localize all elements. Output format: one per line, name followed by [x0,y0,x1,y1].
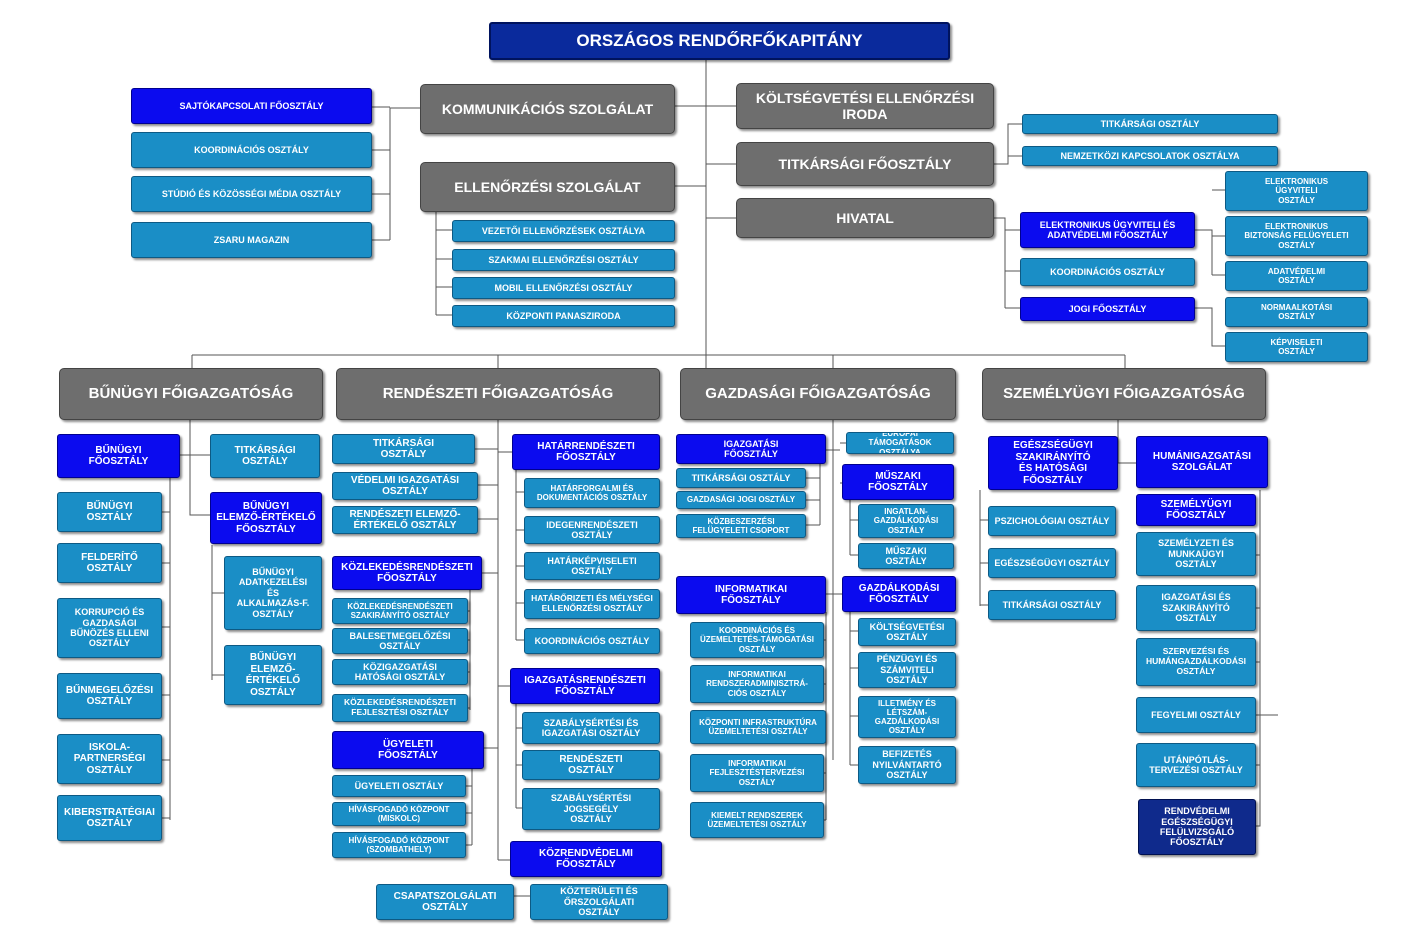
personnel-directorate: SZEMÉLYÜGYI FŐIGAZGATÓSÁG [982,368,1266,420]
eu-support-unit: EURÓPAI TÁMOGATÁSOK OSZTÁLYA [846,432,954,454]
technical-unit: MŰSZAKI OSZTÁLY [858,543,954,569]
duty-department: ÜGYELETI FŐOSZTÁLY [332,731,484,769]
it-unit: KOORDINÁCIÓS ÉS ÜZEMELTETÉS-TÁMOGATÁSI O… [690,622,824,658]
criminal-unit: BŰNMEGELŐZÉSI OSZTÁLY [57,673,162,719]
it-unit: KÖZPONTI INFRASTRUKTÚRA ÜZEMELTETÉSI OSZ… [690,710,826,744]
it-department: INFORMATIKAI FŐOSZTÁLY [676,576,826,614]
hr-department: SZEMÉLYÜGYI FŐOSZTÁLY [1136,494,1256,526]
admin-police-unit: SZABÁLYSÉRTÉSI ÉS IGAZGATÁSI OSZTÁLY [522,712,660,744]
duty-unit: ÜGYELETI OSZTÁLY [332,775,466,797]
inspection-unit: VEZETŐI ELLENŐRZÉSEK OSZTÁLYA [452,220,675,242]
finance-unit: PÉNZÜGYI ÉS SZÁMVITELI OSZTÁLY [858,652,956,688]
inspection-unit: KÖZPONTI PANASZIRODA [452,305,675,327]
eadmin-unit: ELEKTRONIKUS BIZTONSÁG FELÜGYELETI OSZTÁ… [1225,216,1368,256]
admin-police-unit: SZABÁLYSÉRTÉSI JOGSEGÉLY OSZTÁLY [522,788,660,830]
economic-admin-department: IGAZGATÁSI FŐOSZTÁLY [676,434,826,464]
hr-unit: FEGYELMI OSZTÁLY [1136,697,1256,733]
economic-admin-unit: GAZDASÁGI JOGI OSZTÁLY [676,491,806,509]
troop-unit: CSAPATSZOLGÁLATI OSZTÁLY [376,884,514,920]
chief-box: ORSZÁGOS RENDŐRFŐKAPITÁNY [489,22,950,60]
inspection-unit: SZAKMAI ELLENŐRZÉSI OSZTÁLY [452,249,675,271]
comm-coordination: KOORDINÁCIÓS OSZTÁLY [131,132,372,168]
it-unit: INFORMATIKAI FEJLESZTÉSTERVEZÉSI OSZTÁLY [690,754,824,792]
inspection-service: ELLENŐRZÉSI SZOLGÁLAT [420,162,675,212]
legal-department: JOGI FŐOSZTÁLY [1020,297,1195,321]
public-order-unit: KÖZTERÜLETI ÉS ŐRSZOLGÁLATI OSZTÁLY [530,884,668,920]
criminal-unit: BŰNÜGYI OSZTÁLY [57,492,162,532]
press-department: SAJTÓKAPCSOLATI FŐOSZTÁLY [131,88,372,124]
border-unit: HATÁRFORGALMI ÉS DOKUMENTÁCIÓS OSZTÁLY [524,478,660,508]
criminal-main-department: BŰNÜGYI FŐOSZTÁLY [57,434,180,478]
communications-service: KOMMUNIKÁCIÓS SZOLGÁLAT [420,84,675,134]
criminal-unit: KIBERSTRATÉGIAI OSZTÁLY [57,795,162,841]
police-unit: VÉDELMI IGAZGATÁSI OSZTÁLY [332,472,478,500]
zsaru-magazine: ZSARU MAGAZIN [131,222,372,258]
traffic-department: KÖZLEKEDÉSRENDÉSZETI FŐOSZTÁLY [332,556,482,590]
duty-unit: HÍVÁSFOGADÓ KÖZPONT (MISKOLC) [332,802,466,826]
finance-unit: BEFIZETÉS NYILVÁNTARTÓ OSZTÁLY [858,746,956,784]
legal-unit: NORMAALKOTÁSI OSZTÁLY [1225,297,1368,327]
legal-unit: KÉPVISELETI OSZTÁLY [1225,332,1368,362]
criminal-analysis-unit: BŰNÜGYI ADATKEZELÉSI ÉS ALKALMAZÁS-F. OS… [224,556,322,630]
studio-department: STÚDIÓ ÉS KÖZÖSSÉGI MÉDIA OSZTÁLY [131,176,372,212]
border-unit: HATÁRKÉPVISELETI OSZTÁLY [524,552,660,580]
duty-unit: HÍVÁSFOGADÓ KÖZPONT (SZOMBATHELY) [332,832,466,858]
police-unit: RENDÉSZETI ELEMZŐ- ÉRTÉKELŐ OSZTÁLY [332,506,478,534]
economic-admin-unit: KÖZBESZERZÉSI FELÜGYELETI CSOPORT [676,514,806,538]
border-unit: IDEGENRENDÉSZETI OSZTÁLY [524,516,660,544]
technical-department: MŰSZAKI FŐOSZTÁLY [842,464,954,500]
criminal-secretariat: TITKÁRSÁGI OSZTÁLY [210,434,320,478]
health-unit: TITKÁRSÁGI OSZTÁLY [988,590,1116,620]
it-unit: KIEMELT RENDSZEREK ÜZEMELTETÉSI OSZTÁLY [690,802,824,838]
secretariat-department: TITKÁRSÁGI FŐOSZTÁLY [736,142,994,186]
eadmin-unit: ADATVÉDELMI OSZTÁLY [1225,261,1368,291]
police-directorate: RENDÉSZETI FŐIGAZGATÓSÁG [336,368,660,420]
inspection-unit: MOBIL ELLENŐRZÉSI OSZTÁLY [452,277,675,299]
traffic-unit: BALESETMEGELŐZÉSI OSZTÁLY [332,628,468,654]
hr-service: HUMÁNIGAZGATÁSI SZOLGÁLAT [1136,436,1268,488]
criminal-analysis-unit: BŰNÜGYI ELEMZŐ- ÉRTÉKELŐ OSZTÁLY [224,645,322,705]
hr-unit: UTÁNPÓTLÁS- TERVEZÉSI OSZTÁLY [1136,743,1256,787]
budget-inspection-office: KÖLTSÉGVETÉSI ELLENŐRZÉSI IRODA [736,83,994,129]
health-department: EGÉSZSÉGÜGYI SZAKIRÁNYÍTÓ ÉS HATÓSÁGI FŐ… [988,436,1118,490]
office-hivatal: HIVATAL [736,198,994,238]
traffic-unit: KÖZLEKEDÉSRENDÉSZETI SZAKIRÁNYÍTÓ OSZTÁL… [332,598,468,624]
criminal-directorate: BŰNÜGYI FŐIGAZGATÓSÁG [59,368,323,420]
criminal-unit: ISKOLA- PARTNERSÉGI OSZTÁLY [57,734,162,784]
public-order-department: KÖZRENDVÉDELMI FŐOSZTÁLY [510,841,662,877]
finance-department: GAZDÁLKODÁSI FŐOSZTÁLY [842,576,956,612]
border-department: HATÁRRENDÉSZETI FŐOSZTÁLY [512,434,660,470]
secretariat-unit: TITKÁRSÁGI OSZTÁLY [1022,114,1278,134]
traffic-unit: KÖZIGAZGATÁSI HATÓSÁGI OSZTÁLY [332,659,468,685]
economic-admin-unit: TITKÁRSÁGI OSZTÁLY [676,468,806,488]
hr-unit: SZEMÉLYZETI ÉS MUNKAÜGYI OSZTÁLY [1136,532,1256,576]
hr-unit: IGAZGATÁSI ÉS SZAKIRÁNYÍTÓ OSZTÁLY [1136,585,1256,631]
criminal-unit: FELDERÍTŐ OSZTÁLY [57,543,162,583]
health-unit: EGÉSZSÉGÜGYI OSZTÁLY [988,548,1116,578]
international-unit: NEMZETKÖZI KAPCSOLATOK OSZTÁLYA [1022,146,1278,166]
criminal-unit: KORRUPCIÓ ÉS GAZDASÁGI BŰNÖZÉS ELLENI OS… [57,598,162,658]
hr-unit: SZERVEZÉSI ÉS HUMÁNGAZDÁLKODÁSI OSZTÁLY [1136,638,1256,686]
eadmin-unit: ELEKTRONIKUS ÜGYVITELI OSZTÁLY [1225,171,1368,211]
criminal-analysis-department: BŰNÜGYI ELEMZŐ-ÉRTÉKELŐ FŐOSZTÁLY [210,492,322,544]
police-unit: TITKÁRSÁGI OSZTÁLY [332,434,475,464]
health-review-department: RENDVÉDELMI EGÉSZSÉGÜGYI FELÜLVIZSGÁLÓ F… [1138,799,1256,855]
economic-directorate: GAZDASÁGI FŐIGAZGATÓSÁG [680,368,956,420]
finance-unit: ILLETMÉNY ÉS LÉTSZÁM- GAZDÁLKODÁSI OSZTÁ… [858,696,956,738]
technical-unit: INGATLAN- GAZDÁLKODÁSI OSZTÁLY [858,504,954,538]
traffic-unit: KÖZLEKEDÉSRENDÉSZETI FEJLESZTÉSI OSZTÁLY [332,694,468,722]
border-unit: HATÁRŐRIZETI ÉS MÉLYSÉGI ELLENŐRZÉSI OSZ… [524,589,660,619]
eadmin-department: ELEKTRONIKUS ÜGYVITELI ÉS ADATVÉDELMI FŐ… [1020,212,1195,248]
border-unit: KOORDINÁCIÓS OSZTÁLY [524,628,660,654]
office-coordination: KOORDINÁCIÓS OSZTÁLY [1020,258,1195,286]
admin-police-unit: RENDÉSZETI OSZTÁLY [522,750,660,780]
finance-unit: KÖLTSÉGVETÉSI OSZTÁLY [858,618,956,646]
health-unit: PSZICHOLÓGIAI OSZTÁLY [988,506,1116,536]
it-unit: INFORMATIKAI RENDSZERADMINISZTRÁ- CIÓS O… [690,665,824,703]
admin-police-department: IGAZGATÁSRENDÉSZETI FŐOSZTÁLY [510,668,660,704]
